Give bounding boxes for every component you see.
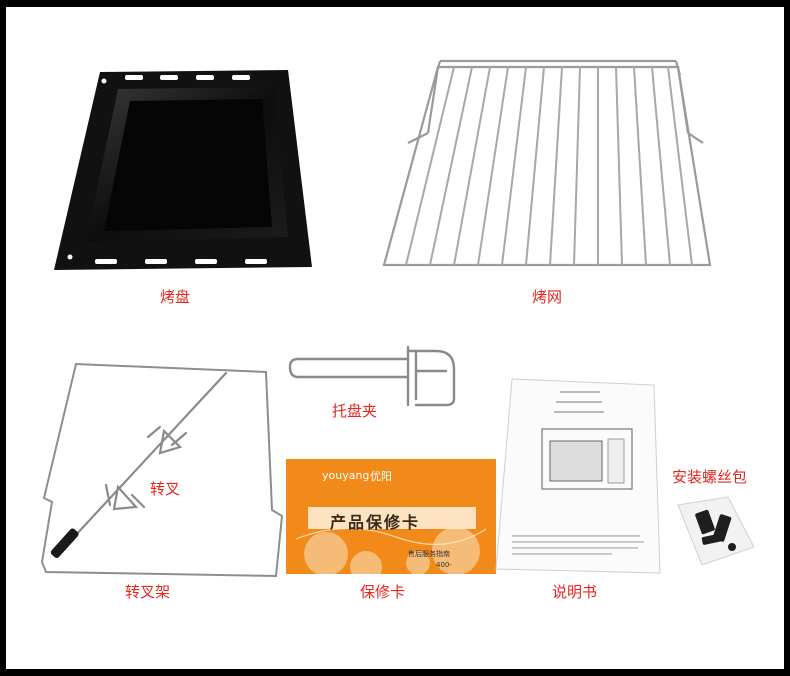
label-warranty-card: 保修卡 bbox=[360, 583, 406, 601]
card-service-text: 售后服务指南 bbox=[408, 550, 450, 558]
wire-rack-icon bbox=[378, 53, 718, 278]
label-rotisserie-fork: 转叉 bbox=[150, 480, 181, 498]
baking-tray-icon bbox=[50, 67, 320, 282]
card-brand-latin: youyang bbox=[322, 469, 370, 482]
label-rack: 烤网 bbox=[532, 288, 563, 306]
fork-frame-icon bbox=[38, 362, 288, 582]
label-screw-pack: 安装螺丝包 bbox=[672, 468, 748, 486]
card-brand-cn: 优阳 bbox=[370, 470, 392, 483]
tray-clip-icon bbox=[286, 341, 466, 411]
warranty-card: youyang 优阳 产品保修卡 售后服务指南 400- bbox=[286, 459, 496, 574]
rotisserie-fork-icon bbox=[44, 367, 234, 577]
label-manual: 说明书 bbox=[552, 583, 598, 601]
label-fork-frame: 转叉架 bbox=[125, 583, 171, 601]
label-tray-clip: 托盘夹 bbox=[332, 402, 378, 420]
product-panel: 烤盘 bbox=[6, 7, 784, 669]
label-tray: 烤盘 bbox=[160, 288, 191, 306]
card-title: 产品保修卡 bbox=[330, 513, 421, 532]
manual-icon bbox=[492, 375, 662, 575]
screw-bag-icon bbox=[672, 495, 762, 570]
card-hotline: 400- bbox=[436, 561, 452, 569]
